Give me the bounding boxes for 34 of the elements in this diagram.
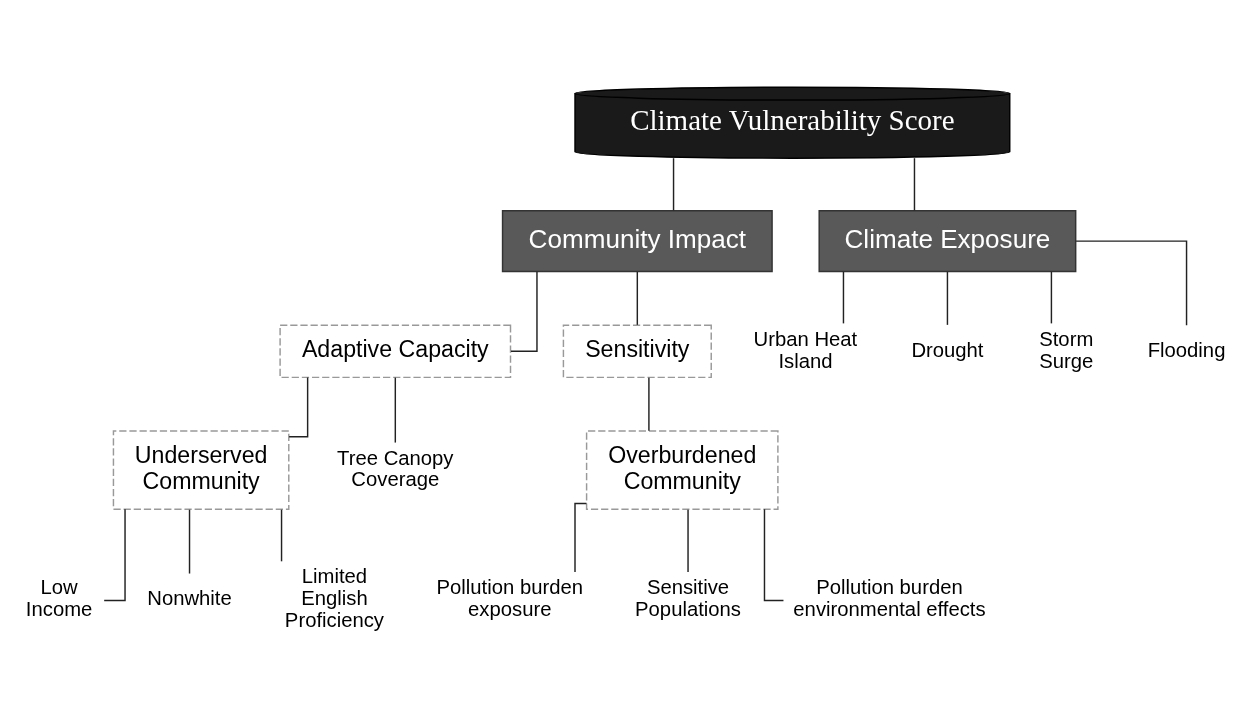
node-text: Nonwhite <box>147 587 232 610</box>
connector <box>648 376 650 432</box>
node-box: Community Impact <box>501 209 773 273</box>
connector <box>842 271 845 325</box>
node-text: Flooding <box>1147 338 1226 361</box>
node-text: Urban Heat Island <box>753 327 858 372</box>
node-box: Sensitivity <box>562 324 712 379</box>
node-text: Limited English Proficiency <box>284 565 385 631</box>
connector <box>188 509 191 575</box>
connector <box>687 509 689 573</box>
connector <box>288 376 309 438</box>
node-box: Adaptive Capacity <box>279 324 512 379</box>
connector <box>574 502 588 573</box>
connector <box>1075 240 1188 326</box>
connector <box>280 509 283 563</box>
connector <box>1050 271 1053 325</box>
node-box: Overburdened Community <box>585 430 779 510</box>
node-text: Sensitive Populations <box>635 576 741 621</box>
connector <box>394 376 397 444</box>
connector <box>672 157 675 212</box>
node-box: Underserved Community <box>112 430 290 510</box>
connector <box>636 271 639 326</box>
node-text: Low Income <box>25 576 93 621</box>
connector <box>510 271 538 352</box>
node-text: Tree Canopy Coverage <box>337 446 454 491</box>
node-box: Climate Exposure <box>818 209 1077 273</box>
connector <box>913 157 916 212</box>
connector <box>763 508 785 602</box>
node-text: Pollution burden exposure <box>436 576 584 621</box>
node-text: Drought <box>911 338 984 361</box>
connector <box>946 271 949 326</box>
node-text: Pollution burden environmental effects <box>793 576 986 621</box>
connector <box>103 508 126 602</box>
node-text: Storm Surge <box>1039 327 1094 372</box>
